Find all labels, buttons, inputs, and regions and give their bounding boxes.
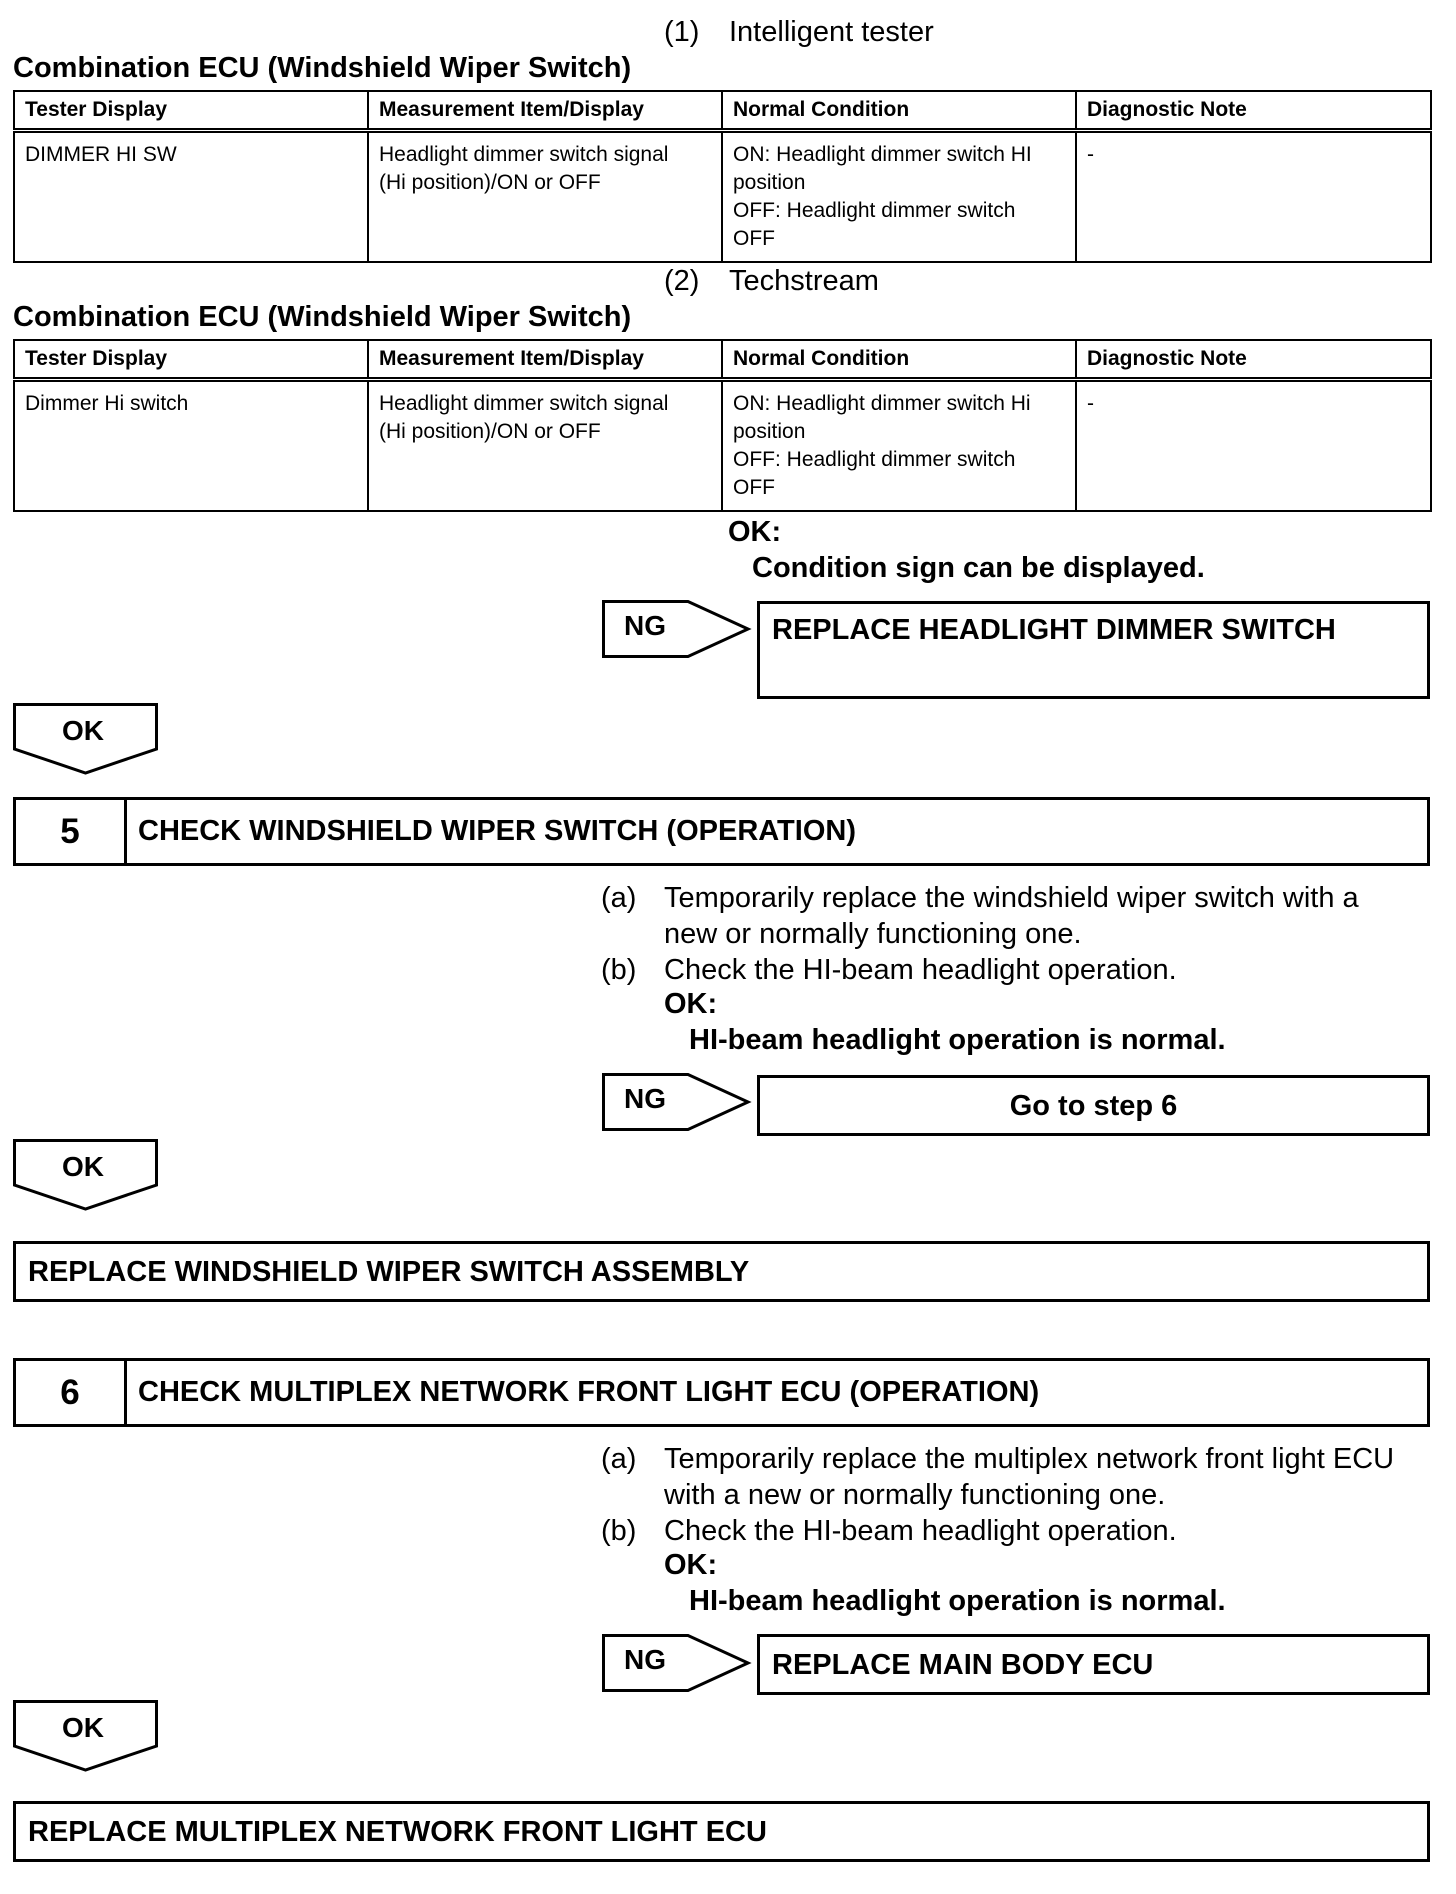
ok-arrow-icon bbox=[13, 1139, 158, 1211]
ng-arrow-icon bbox=[602, 1634, 752, 1692]
section2-title: Combination ECU (Windshield Wiper Switch… bbox=[13, 301, 632, 333]
ok-arrow-label: OK bbox=[62, 1712, 104, 1743]
step-number: 6 bbox=[16, 1361, 127, 1424]
section1-title: Combination ECU (Windshield Wiper Switch… bbox=[13, 52, 632, 84]
procedure-index: (b) bbox=[601, 1515, 637, 1547]
step-title: CHECK WINDSHIELD WIPER SWITCH (OPERATION… bbox=[138, 815, 856, 847]
table-row: Dimmer Hi switch Headlight dimmer switch… bbox=[13, 378, 1432, 512]
ok-requirement-text: HI-beam headlight operation is normal. bbox=[689, 1024, 1226, 1056]
header-tester-display: Tester Display bbox=[13, 90, 369, 133]
ok-requirement-label: OK: bbox=[664, 988, 718, 1020]
step-6-header: 6 CHECK MULTIPLEX NETWORK FRONT LIGHT EC… bbox=[13, 1358, 1430, 1427]
condition-line: position bbox=[733, 420, 806, 443]
procedure-text: new or normally functioning one. bbox=[664, 918, 1082, 950]
procedure-text: Temporarily replace the multiplex networ… bbox=[664, 1443, 1395, 1475]
ok-action-text: REPLACE MULTIPLEX NETWORK FRONT LIGHT EC… bbox=[28, 1816, 767, 1848]
item-line: (Hi position)/ON or OFF bbox=[379, 171, 601, 194]
procedure-index: (a) bbox=[601, 1443, 637, 1475]
ok-requirement-text: HI-beam headlight operation is normal. bbox=[689, 1585, 1226, 1617]
ok-arrow-icon bbox=[13, 1700, 158, 1772]
ng-action-text: Go to step 6 bbox=[1009, 1090, 1178, 1122]
ok-requirement-label: OK: bbox=[664, 1549, 718, 1581]
condition-line: OFF: Headlight dimmer switch bbox=[733, 448, 1016, 471]
ng-arrow-icon bbox=[602, 1073, 752, 1131]
ok-arrow-label: OK bbox=[62, 1151, 104, 1182]
header-measurement-item: Measurement Item/Display bbox=[367, 339, 723, 382]
procedure-text: Check the HI-beam headlight operation. bbox=[664, 1515, 1177, 1547]
cell-normal-condition: ON: Headlight dimmer switch Hi position … bbox=[721, 378, 1077, 512]
ng-action-box: REPLACE HEADLIGHT DIMMER SWITCH bbox=[757, 601, 1430, 699]
ng-action-box: REPLACE MAIN BODY ECU bbox=[757, 1634, 1430, 1695]
ok-arrow-icon bbox=[13, 703, 158, 775]
cell-diagnostic-note: - bbox=[1075, 129, 1432, 263]
data-list-table-1: Tester Display Measurement Item/Display … bbox=[13, 90, 1432, 263]
procedure-index: (b) bbox=[601, 954, 637, 986]
condition-line: ON: Headlight dimmer switch Hi bbox=[733, 392, 1031, 415]
condition-line: ON: Headlight dimmer switch HI bbox=[733, 143, 1032, 166]
item-line: Headlight dimmer switch signal bbox=[379, 392, 669, 415]
ok-action-text: REPLACE WINDSHIELD WIPER SWITCH ASSEMBLY bbox=[28, 1256, 750, 1288]
header-diagnostic-note: Diagnostic Note bbox=[1075, 90, 1432, 133]
section2-index: (2) bbox=[664, 265, 700, 297]
cell-measurement-item: Headlight dimmer switch signal (Hi posit… bbox=[367, 378, 723, 512]
header-tester-display: Tester Display bbox=[13, 339, 369, 382]
procedure-text: with a new or normally functioning one. bbox=[664, 1479, 1166, 1511]
procedure-text: Check the HI-beam headlight operation. bbox=[664, 954, 1177, 986]
header-diagnostic-note: Diagnostic Note bbox=[1075, 339, 1432, 382]
condition-line: position bbox=[733, 171, 806, 194]
header-measurement-item: Measurement Item/Display bbox=[367, 90, 723, 133]
section1-index: (1) bbox=[664, 16, 700, 48]
ng-label: NG bbox=[624, 610, 666, 641]
ng-action-text: REPLACE MAIN BODY ECU bbox=[772, 1649, 1154, 1681]
ok-requirement-text: Condition sign can be displayed. bbox=[752, 552, 1205, 584]
ng-arrow-icon bbox=[602, 600, 752, 658]
cell-diagnostic-note: - bbox=[1075, 378, 1432, 512]
condition-line: OFF bbox=[733, 476, 775, 499]
table-row: DIMMER HI SW Headlight dimmer switch sig… bbox=[13, 129, 1432, 263]
section2-label: Techstream bbox=[729, 265, 879, 297]
header-normal-condition: Normal Condition bbox=[721, 339, 1077, 382]
ng-label: NG bbox=[624, 1083, 666, 1114]
condition-line: OFF: Headlight dimmer switch bbox=[733, 199, 1016, 222]
data-list-table-2: Tester Display Measurement Item/Display … bbox=[13, 339, 1432, 512]
section1-label: Intelligent tester bbox=[729, 16, 934, 48]
ng-action-text: REPLACE HEADLIGHT DIMMER SWITCH bbox=[772, 614, 1336, 646]
ok-requirement-label: OK: bbox=[728, 516, 782, 548]
header-normal-condition: Normal Condition bbox=[721, 90, 1077, 133]
ok-arrow-label: OK bbox=[62, 715, 104, 746]
item-line: (Hi position)/ON or OFF bbox=[379, 420, 601, 443]
procedure-text: Temporarily replace the windshield wiper… bbox=[664, 882, 1359, 914]
step-title: CHECK MULTIPLEX NETWORK FRONT LIGHT ECU … bbox=[138, 1376, 1040, 1408]
step-5-header: 5 CHECK WINDSHIELD WIPER SWITCH (OPERATI… bbox=[13, 797, 1430, 866]
ng-label: NG bbox=[624, 1644, 666, 1675]
cell-tester-display: DIMMER HI SW bbox=[13, 129, 369, 263]
ng-action-box: Go to step 6 bbox=[757, 1075, 1430, 1136]
condition-line: OFF bbox=[733, 227, 775, 250]
step-number: 5 bbox=[16, 800, 127, 863]
item-line: Headlight dimmer switch signal bbox=[379, 143, 669, 166]
cell-measurement-item: Headlight dimmer switch signal (Hi posit… bbox=[367, 129, 723, 263]
ok-action-box: REPLACE MULTIPLEX NETWORK FRONT LIGHT EC… bbox=[13, 1801, 1430, 1862]
cell-tester-display: Dimmer Hi switch bbox=[13, 378, 369, 512]
cell-normal-condition: ON: Headlight dimmer switch HI position … bbox=[721, 129, 1077, 263]
ok-action-box: REPLACE WINDSHIELD WIPER SWITCH ASSEMBLY bbox=[13, 1241, 1430, 1302]
procedure-index: (a) bbox=[601, 882, 637, 914]
